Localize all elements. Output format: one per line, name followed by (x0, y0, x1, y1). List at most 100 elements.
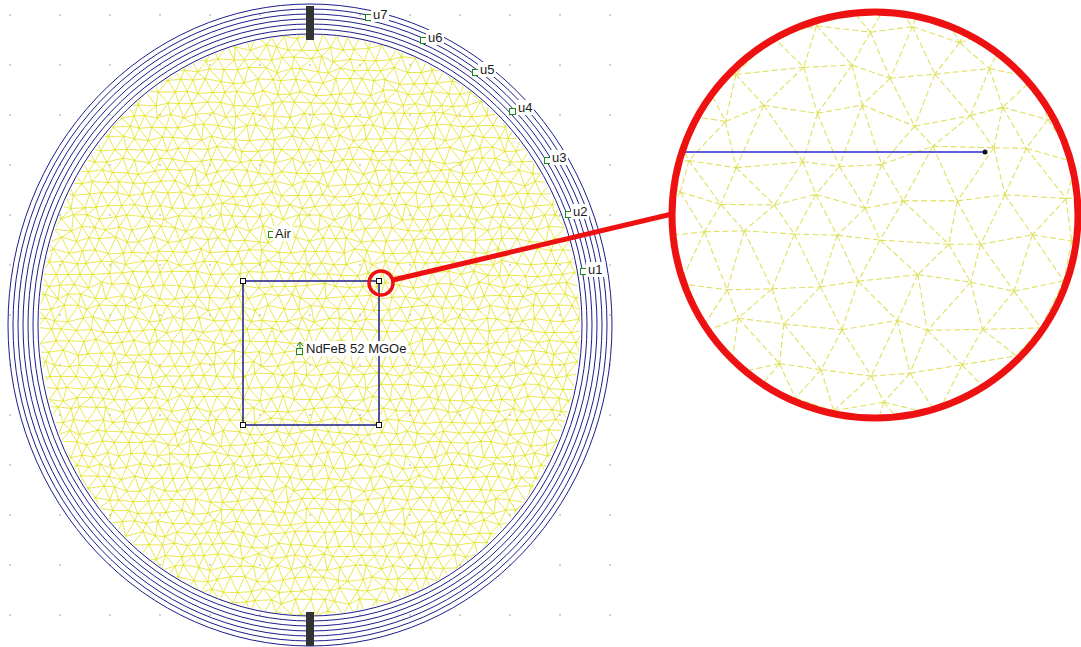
zoom-lens (672, 12, 1078, 418)
grid-dot (259, 614, 261, 616)
grid-dot (559, 314, 561, 316)
grid-dot (409, 64, 411, 66)
grid-dot (109, 464, 111, 466)
grid-dot (509, 14, 511, 16)
grid-dot (359, 164, 361, 166)
grid-dot (609, 564, 611, 566)
grid-dot (59, 14, 61, 16)
grid-dot (9, 314, 11, 316)
boundary-label: u2 (571, 204, 589, 219)
grid-dot (9, 464, 11, 466)
zoom-marker (369, 271, 393, 295)
grid-dot (409, 164, 411, 166)
zoomed-mesh (640, 0, 1081, 459)
grid-dot (459, 114, 461, 116)
grid-dot (609, 64, 611, 66)
shell-seam (306, 6, 314, 40)
grid-dot (559, 414, 561, 416)
magnetization-arrow (297, 342, 303, 355)
grid-dot (559, 14, 561, 16)
grid-dot (559, 264, 561, 266)
block-label-marker (296, 348, 303, 355)
block-label-marker (509, 108, 516, 115)
material-label: NdFeB 52 MGOe (304, 341, 408, 356)
grid-dot (209, 64, 211, 66)
grid-dot (209, 214, 211, 216)
grid-dot (559, 614, 561, 616)
grid-dot (209, 264, 211, 266)
grid-dot (309, 164, 311, 166)
grid-dot (359, 614, 361, 616)
grid-dot (309, 564, 311, 566)
grid-dot (159, 14, 161, 16)
zoomed-edge (670, 151, 985, 153)
grid-dot (359, 364, 361, 366)
shell-ring (8, 4, 612, 646)
grid-dot (159, 414, 161, 416)
grid-dot (559, 114, 561, 116)
grid-dot (559, 514, 561, 516)
boundary-label: u1 (586, 262, 604, 277)
grid-dot (109, 514, 111, 516)
material-label: Air (273, 226, 293, 241)
grid-dot (359, 14, 361, 16)
grid-dot (9, 414, 11, 416)
grid-dot (409, 514, 411, 516)
grid-dot (509, 64, 511, 66)
grid-dot (509, 364, 511, 366)
grid-dot (259, 14, 261, 16)
grid-dot (359, 114, 361, 116)
grid-dot (609, 414, 611, 416)
grid-dot (559, 64, 561, 66)
boundary-shells (8, 4, 612, 646)
shell-ring (13, 9, 607, 641)
grid-dot (409, 14, 411, 16)
grid-dot (609, 14, 611, 16)
grid-dot (459, 614, 461, 616)
grid-dot (459, 14, 461, 16)
grid-dot (309, 264, 311, 266)
grid-dot (159, 614, 161, 616)
grid-dot (609, 464, 611, 466)
grid-dot (309, 314, 311, 316)
grid-dot (259, 414, 261, 416)
shell-ring (38, 34, 582, 616)
grid-dot (609, 214, 611, 216)
grid-dot (559, 564, 561, 566)
grid-dot (409, 114, 411, 116)
shell-ring (23, 19, 597, 631)
grid-dot (109, 164, 111, 166)
shell-ring (33, 29, 587, 621)
grid-dot (309, 514, 311, 516)
grid-dot (59, 114, 61, 116)
grid-dot (9, 614, 11, 616)
grid-dot (509, 614, 511, 616)
grid-dot (109, 64, 111, 66)
grid-dot (109, 214, 111, 216)
shell-ring (18, 14, 602, 636)
grid-dot (159, 164, 161, 166)
grid-dot (159, 514, 161, 516)
grid-dot (59, 564, 61, 566)
boundary-label: u4 (516, 100, 534, 115)
grid-dot (409, 264, 411, 266)
boundary-label: u6 (426, 30, 444, 45)
grid-dot (59, 314, 61, 316)
grid-dot (409, 464, 411, 466)
zoomed-node (983, 150, 988, 155)
zoom-leader (393, 214, 672, 280)
grid-dot (9, 14, 11, 16)
grid-dot (609, 314, 611, 316)
grid-dot (109, 264, 111, 266)
grid-dot (209, 564, 211, 566)
grid-dot (359, 264, 361, 266)
grid-dot (209, 614, 211, 616)
grid-dot (59, 514, 61, 516)
grid-dot (459, 164, 461, 166)
triangle-mesh (27, 22, 612, 639)
grid-dot (259, 64, 261, 66)
grid-dot (459, 514, 461, 516)
grid-dot (9, 514, 11, 516)
grid-dot (209, 14, 211, 16)
